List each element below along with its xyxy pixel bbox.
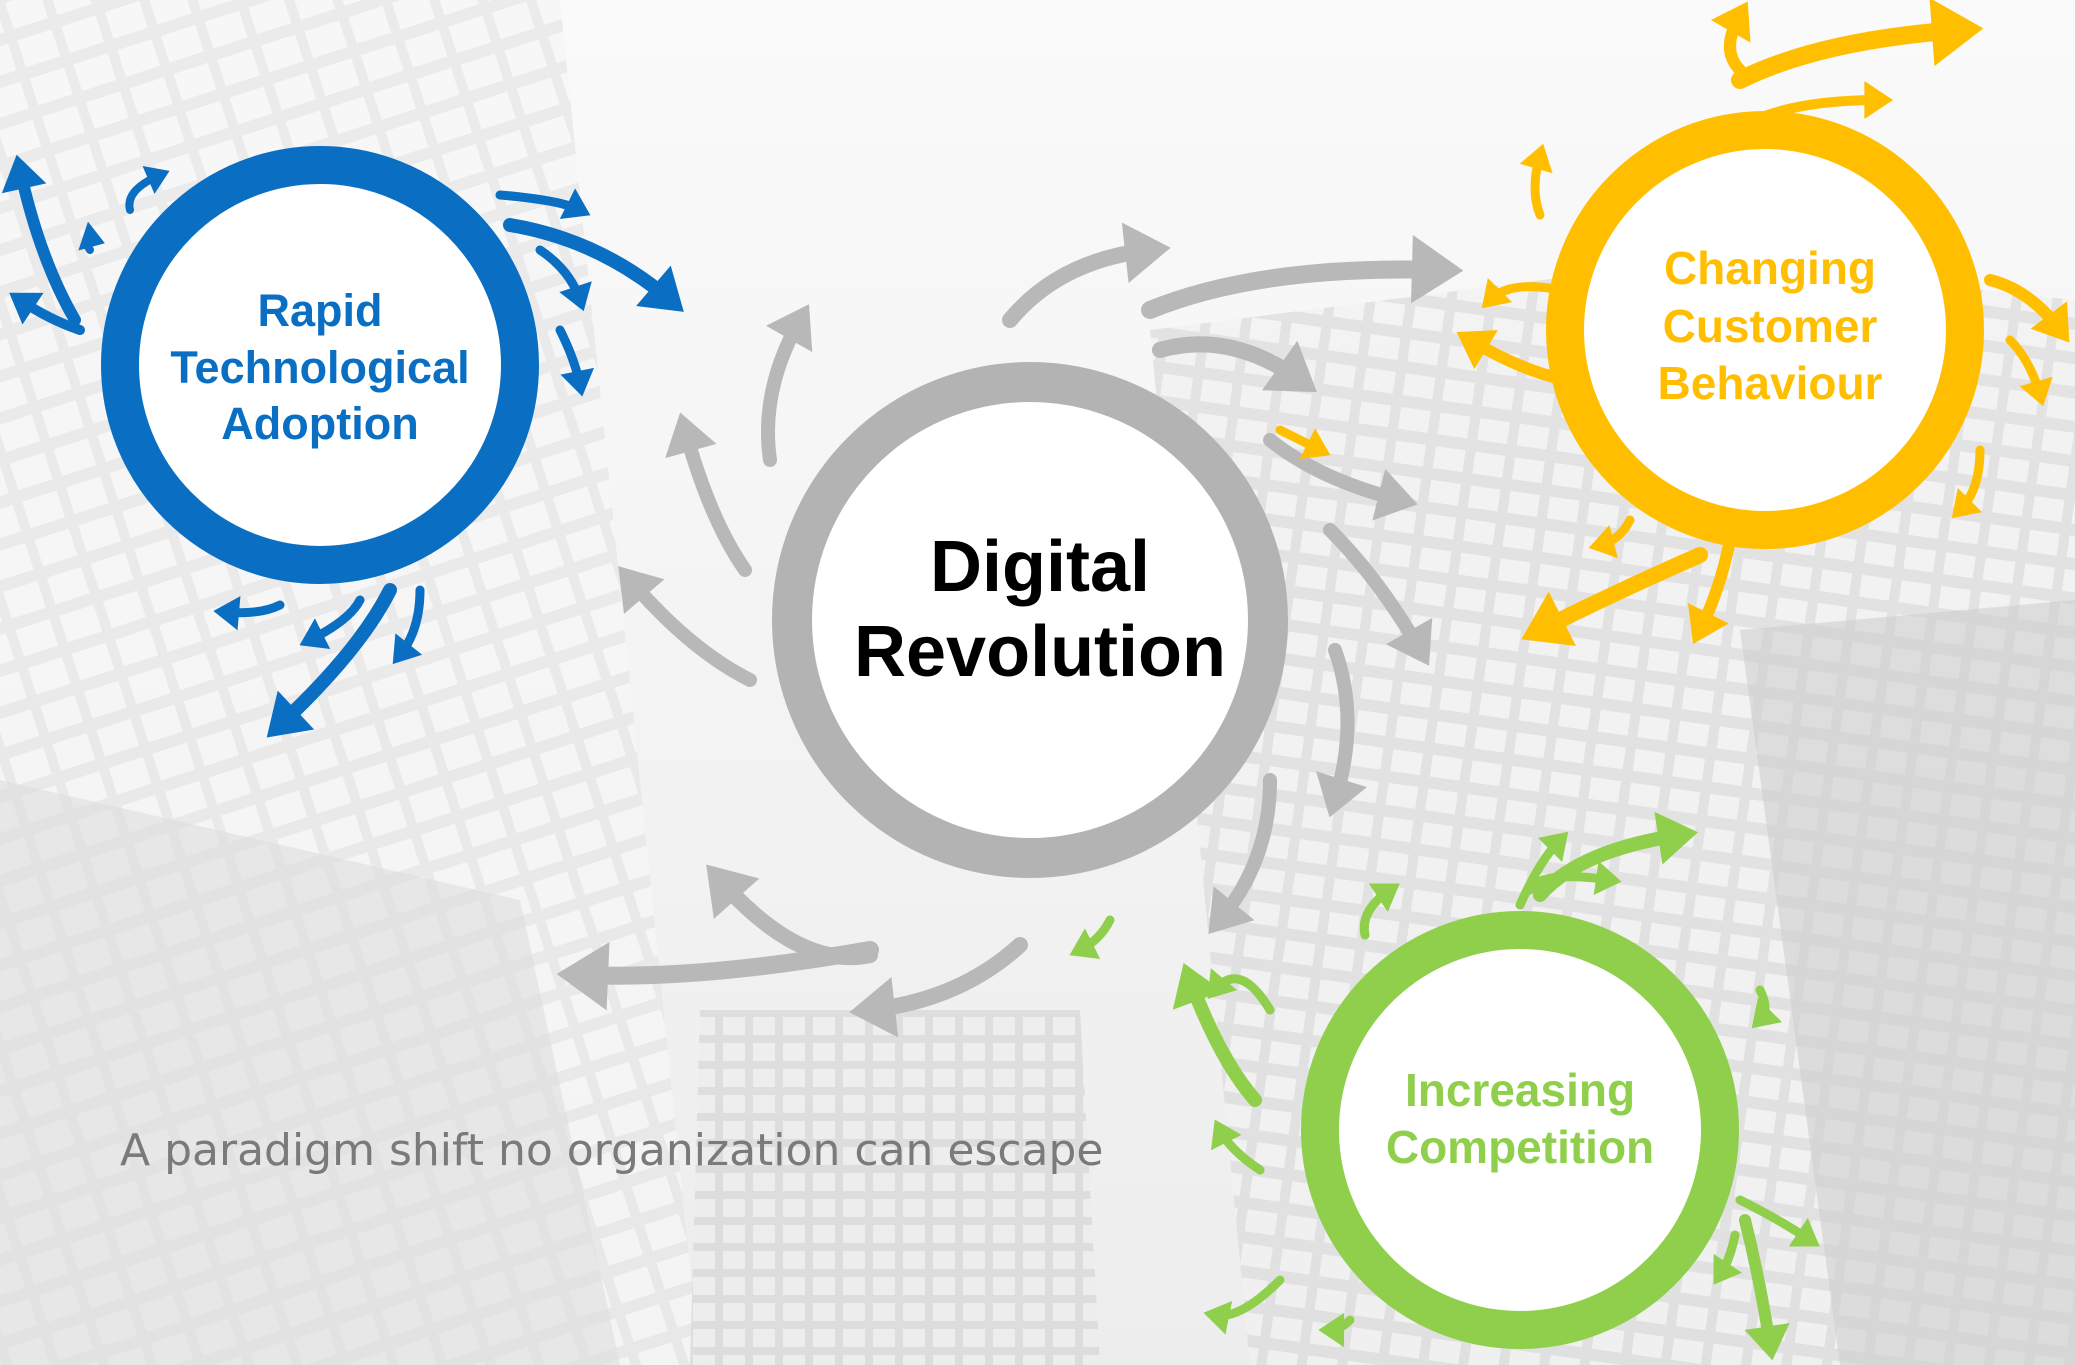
blue-arrow-head bbox=[299, 618, 331, 650]
yellow-arrow-shaft bbox=[1731, 21, 1969, 89]
changing-customer-behaviour-label: Changing Customer Behaviour bbox=[1545, 240, 1995, 413]
tagline: A paradigm shift no organization can esc… bbox=[120, 1125, 1104, 1176]
blue-arrow-head bbox=[636, 265, 684, 312]
grey-arrow-head bbox=[556, 941, 610, 1011]
green-arrow-head bbox=[1210, 1119, 1242, 1151]
blue-arrow-head bbox=[1, 154, 47, 194]
blue-arrow-shaft bbox=[14, 164, 81, 326]
changing-line-1: Changing bbox=[1663, 242, 1877, 294]
green-arrow-head bbox=[1593, 861, 1622, 895]
yellow-arrow-head bbox=[1481, 277, 1513, 309]
blue-arrow-head bbox=[213, 596, 241, 631]
blue-arrow-head bbox=[559, 188, 591, 220]
green-arrow-head bbox=[1788, 1217, 1820, 1247]
blue-arrow-shaft bbox=[273, 583, 397, 732]
grey-arrow-head bbox=[1410, 235, 1464, 304]
blue-arrow-head bbox=[142, 165, 170, 194]
rapid-line-3: Adoption bbox=[221, 398, 419, 450]
increasing-competition-circle bbox=[1301, 911, 1739, 1349]
rapid-line-2: Technological bbox=[170, 341, 470, 393]
digital-revolution-line-2: Revolution bbox=[854, 611, 1226, 692]
blue-arrow-head bbox=[560, 367, 595, 397]
blue-arrow-head bbox=[9, 292, 44, 325]
grey-arrow-head bbox=[1208, 886, 1255, 934]
yellow-arrow-head bbox=[1864, 81, 1893, 119]
rapid-technological-adoption-circle bbox=[101, 146, 539, 584]
blue-arrow-head bbox=[392, 633, 423, 665]
digital-revolution-circle bbox=[772, 362, 1288, 878]
yellow-arrow-head bbox=[1951, 487, 1983, 519]
grey-arrow-head bbox=[1372, 468, 1418, 521]
increasing-line-2: Competition bbox=[1385, 1121, 1655, 1174]
rapid-line-1: Rapid bbox=[257, 285, 383, 336]
yellow-arrow-head bbox=[1929, 0, 1984, 67]
green-arrow-head bbox=[1654, 811, 1698, 865]
green-arrow-head bbox=[1368, 883, 1400, 913]
increasing-competition-label: Increasing Competition bbox=[1290, 1062, 1750, 1176]
grey-arrow-head bbox=[766, 304, 813, 353]
yellow-arrow-head bbox=[2030, 301, 2070, 343]
green-arrow-head bbox=[1172, 962, 1223, 1010]
green-arrow-head bbox=[1203, 1300, 1233, 1335]
grey-arrow-head bbox=[618, 566, 665, 614]
blue-arrow-head bbox=[559, 281, 592, 312]
yellow-arrow-head bbox=[1710, 1, 1751, 43]
blue-arrow-head bbox=[78, 221, 105, 251]
digital-revolution-line-1: Digital bbox=[929, 527, 1150, 607]
yellow-arrow-head bbox=[1456, 330, 1498, 370]
green-arrow-head bbox=[1069, 928, 1101, 960]
grey-arrow-head bbox=[1121, 222, 1171, 283]
green-arrow-shaft bbox=[1533, 828, 1687, 902]
green-arrow-head bbox=[1751, 997, 1783, 1029]
yellow-arrow-head bbox=[1519, 143, 1553, 174]
grey-arrow-head bbox=[665, 412, 717, 459]
green-arrow-head bbox=[1713, 1253, 1743, 1285]
grey-arrow-head bbox=[849, 977, 899, 1038]
yellow-arrow-head bbox=[1299, 428, 1331, 460]
digital-revolution-label: Digital Revolution bbox=[760, 525, 1320, 695]
green-arrow-head bbox=[1744, 1323, 1790, 1361]
grey-arrow-head bbox=[1386, 617, 1433, 666]
rapid-technological-adoption-label: Rapid Technological Adoption bbox=[110, 283, 530, 453]
changing-line-2: Customer bbox=[1662, 299, 1878, 352]
yellow-arrow-head bbox=[2019, 376, 2053, 407]
grey-arrow-head bbox=[706, 864, 760, 919]
yellow-arrow-head bbox=[1521, 591, 1576, 647]
blue-arrow-head bbox=[266, 690, 315, 738]
changing-customer-behaviour-circle bbox=[1546, 111, 1984, 549]
changing-line-3: Behaviour bbox=[1657, 357, 1883, 409]
green-arrow-head bbox=[1318, 1312, 1345, 1348]
yellow-arrow-head bbox=[1588, 525, 1618, 559]
yellow-arrow-head bbox=[1687, 603, 1729, 644]
grey-arrow-shaft bbox=[1141, 260, 1449, 319]
grey-arrow-head bbox=[1262, 340, 1317, 393]
green-arrow-head bbox=[1537, 831, 1569, 863]
grey-arrow-shaft bbox=[571, 941, 879, 985]
grey-arrow-head bbox=[1316, 771, 1367, 818]
increasing-line-1: Increasing bbox=[1404, 1064, 1636, 1116]
